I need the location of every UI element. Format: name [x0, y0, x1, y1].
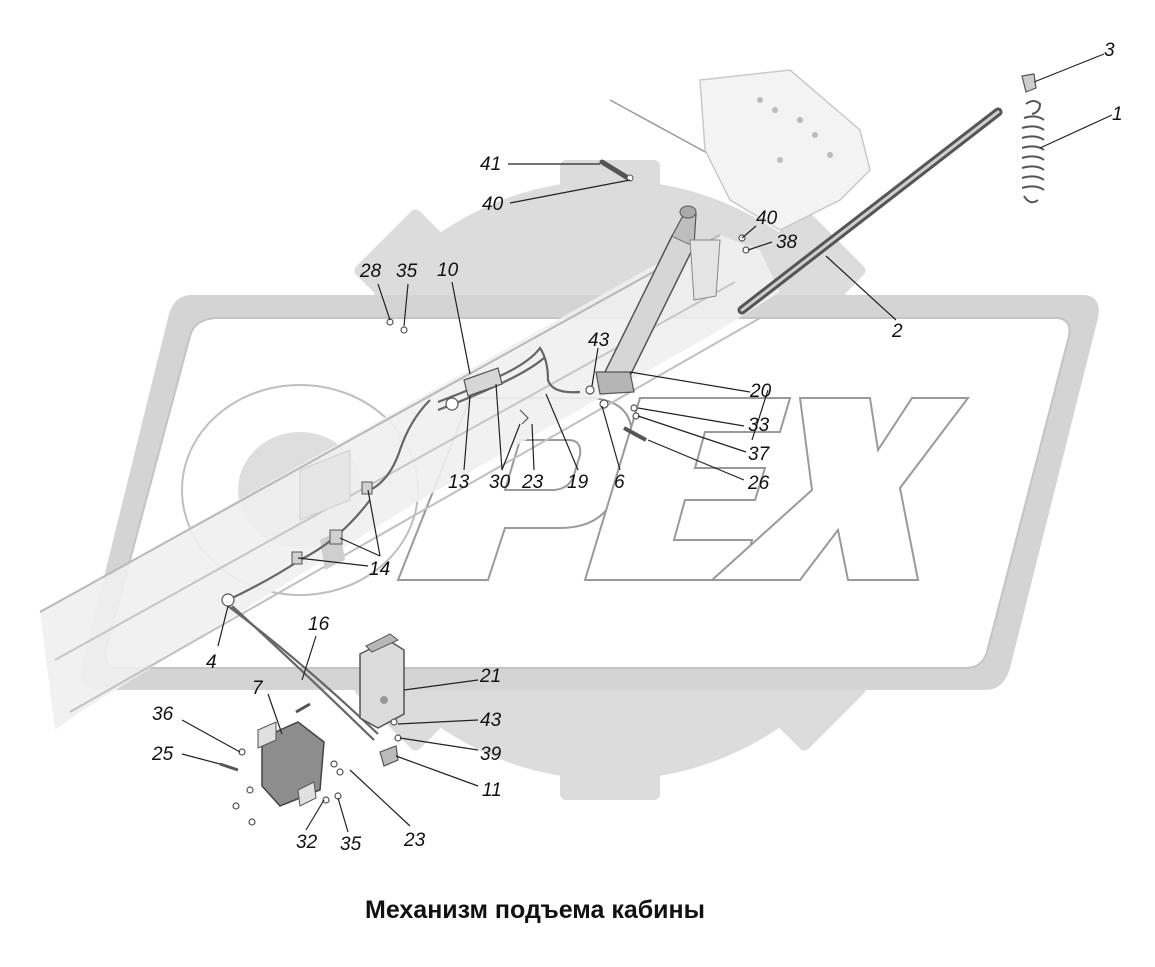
callout-label: 3 — [1104, 40, 1115, 61]
callout-label: 33 — [748, 415, 770, 436]
callout-label: 2 — [891, 321, 903, 342]
callout-label: 30 — [489, 472, 511, 493]
callout-label: 16 — [308, 614, 330, 635]
callout-label: 23 — [403, 830, 426, 851]
callout-label: 40 — [482, 194, 504, 215]
leader-lines — [181, 53, 1113, 833]
callout-label: 43 — [480, 710, 502, 731]
callout-label: 4 — [206, 652, 217, 673]
callout-label: 40 — [756, 208, 778, 229]
callout-label: 20 — [749, 381, 772, 402]
callout-label: 10 — [437, 260, 459, 281]
callout-label: 36 — [152, 704, 174, 725]
callout-labels: 3 1 41 40 40 38 2 28 35 10 43 20 33 37 2… — [151, 40, 1123, 855]
watermark — [81, 160, 1099, 800]
callout-label: 38 — [776, 232, 798, 253]
callout-label: 14 — [369, 559, 390, 580]
callout-label: 7 — [252, 678, 264, 699]
hydraulic-cylinder-part — [595, 205, 721, 395]
clamps — [291, 481, 373, 565]
fittings — [219, 234, 750, 826]
watermark-letter-x — [709, 397, 971, 581]
callout-label: 35 — [340, 834, 362, 855]
callout-label: 21 — [479, 666, 501, 687]
callout-label: 13 — [448, 472, 470, 493]
callout-label: 28 — [359, 261, 382, 282]
tee-fitting-part — [463, 367, 503, 397]
callout-label: 23 — [521, 472, 544, 493]
callout-label: 32 — [296, 832, 318, 853]
spring-part — [1021, 100, 1045, 204]
callout-label: 1 — [1112, 104, 1123, 125]
clip-part — [1021, 73, 1037, 93]
callout-label: 39 — [480, 744, 502, 765]
callout-label: 6 — [614, 472, 625, 493]
bracket-plate-part — [257, 721, 325, 807]
pin-part — [599, 159, 631, 181]
frame-rail — [39, 69, 871, 730]
callout-label: 11 — [482, 780, 502, 801]
callout-label: 41 — [480, 154, 501, 175]
callout-label: 25 — [151, 744, 174, 765]
callout-label: 19 — [567, 472, 589, 493]
callout-label: 37 — [748, 444, 771, 465]
diagram-caption: Механизм подъема кабины — [365, 896, 705, 924]
valve-block-part — [359, 633, 405, 729]
callout-label: 35 — [396, 261, 418, 282]
callout-label: 26 — [747, 473, 770, 494]
parts — [219, 73, 1045, 826]
callout-label: 43 — [588, 330, 610, 351]
